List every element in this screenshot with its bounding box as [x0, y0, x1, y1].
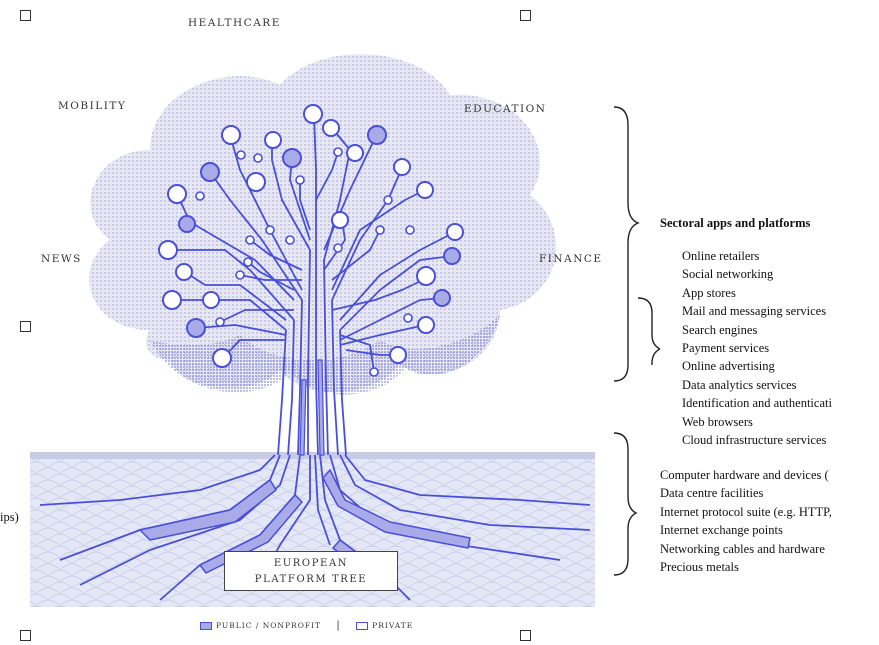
corner-marker-top-left [20, 10, 31, 21]
truncated-left-label: ips) [0, 510, 19, 524]
list-item: Cloud infrastructure services [682, 433, 827, 448]
legend-separator: | [336, 620, 341, 631]
bottom-layer-list: Computer hardware and devices ( Data cen… [660, 466, 832, 576]
list-item: Online advertising [682, 359, 775, 374]
tree-leaf-nodes [158, 104, 464, 377]
list-item: Identification and authenticati [682, 396, 832, 411]
sector-label-finance: FINANCE [539, 253, 603, 265]
bracket-middle [637, 297, 660, 365]
platform-box-line-2: PLATFORM TREE [254, 574, 368, 585]
legend-private-swatch [356, 622, 369, 630]
corner-marker-bottom-right [520, 630, 531, 641]
sector-label-education: EDUCATION [464, 103, 547, 115]
sectoral-apps-heading: Sectoral apps and platforms [660, 216, 811, 230]
list-item: Internet protocol suite (e.g. HTTP, [660, 504, 832, 519]
middle-layer-list: Online retailers Social networking App s… [682, 247, 832, 449]
sector-label-healthcare: HEALTHCARE [188, 17, 281, 29]
list-item: Payment services [682, 341, 770, 356]
legend-public-label: PUBLIC / NONPROFIT [216, 621, 322, 630]
corner-marker-top-right [520, 10, 531, 21]
corner-marker-mid-left [20, 321, 31, 332]
list-item: Data centre facilities [660, 486, 764, 501]
list-item: Internet exchange points [660, 523, 783, 538]
list-item: Search engines [682, 322, 758, 337]
tree-trunk [277, 170, 347, 456]
platform-box-line-1: EUROPEAN [273, 558, 349, 569]
list-item: Data analytics services [682, 377, 797, 392]
bracket-bottom [613, 432, 638, 576]
list-item: Precious metals [660, 560, 739, 575]
list-item: Mail and messaging services [682, 304, 827, 319]
list-item: Computer hardware and devices ( [660, 468, 829, 482]
grouping-brackets [613, 106, 660, 576]
tree-trunk-public [299, 359, 325, 456]
sector-label-mobility: MOBILITY [58, 100, 127, 112]
list-item: Social networking [682, 267, 774, 282]
european-platform-tree-box: EUROPEAN PLATFORM TREE [224, 551, 398, 591]
legend: PUBLIC / NONPROFIT | PRIVATE [200, 620, 413, 631]
tree-branches [168, 114, 456, 373]
tree-canopy [89, 54, 557, 395]
sector-label-news: NEWS [41, 253, 82, 265]
legend-private-label: PRIVATE [372, 621, 414, 630]
corner-marker-bottom-left [20, 630, 31, 641]
list-item: Online retailers [682, 249, 760, 263]
bracket-sectoral [613, 106, 640, 382]
legend-public-swatch [200, 622, 212, 630]
list-item: Networking cables and hardware [660, 541, 825, 556]
list-item: Web browsers [682, 414, 753, 429]
list-item: App stores [682, 285, 736, 300]
